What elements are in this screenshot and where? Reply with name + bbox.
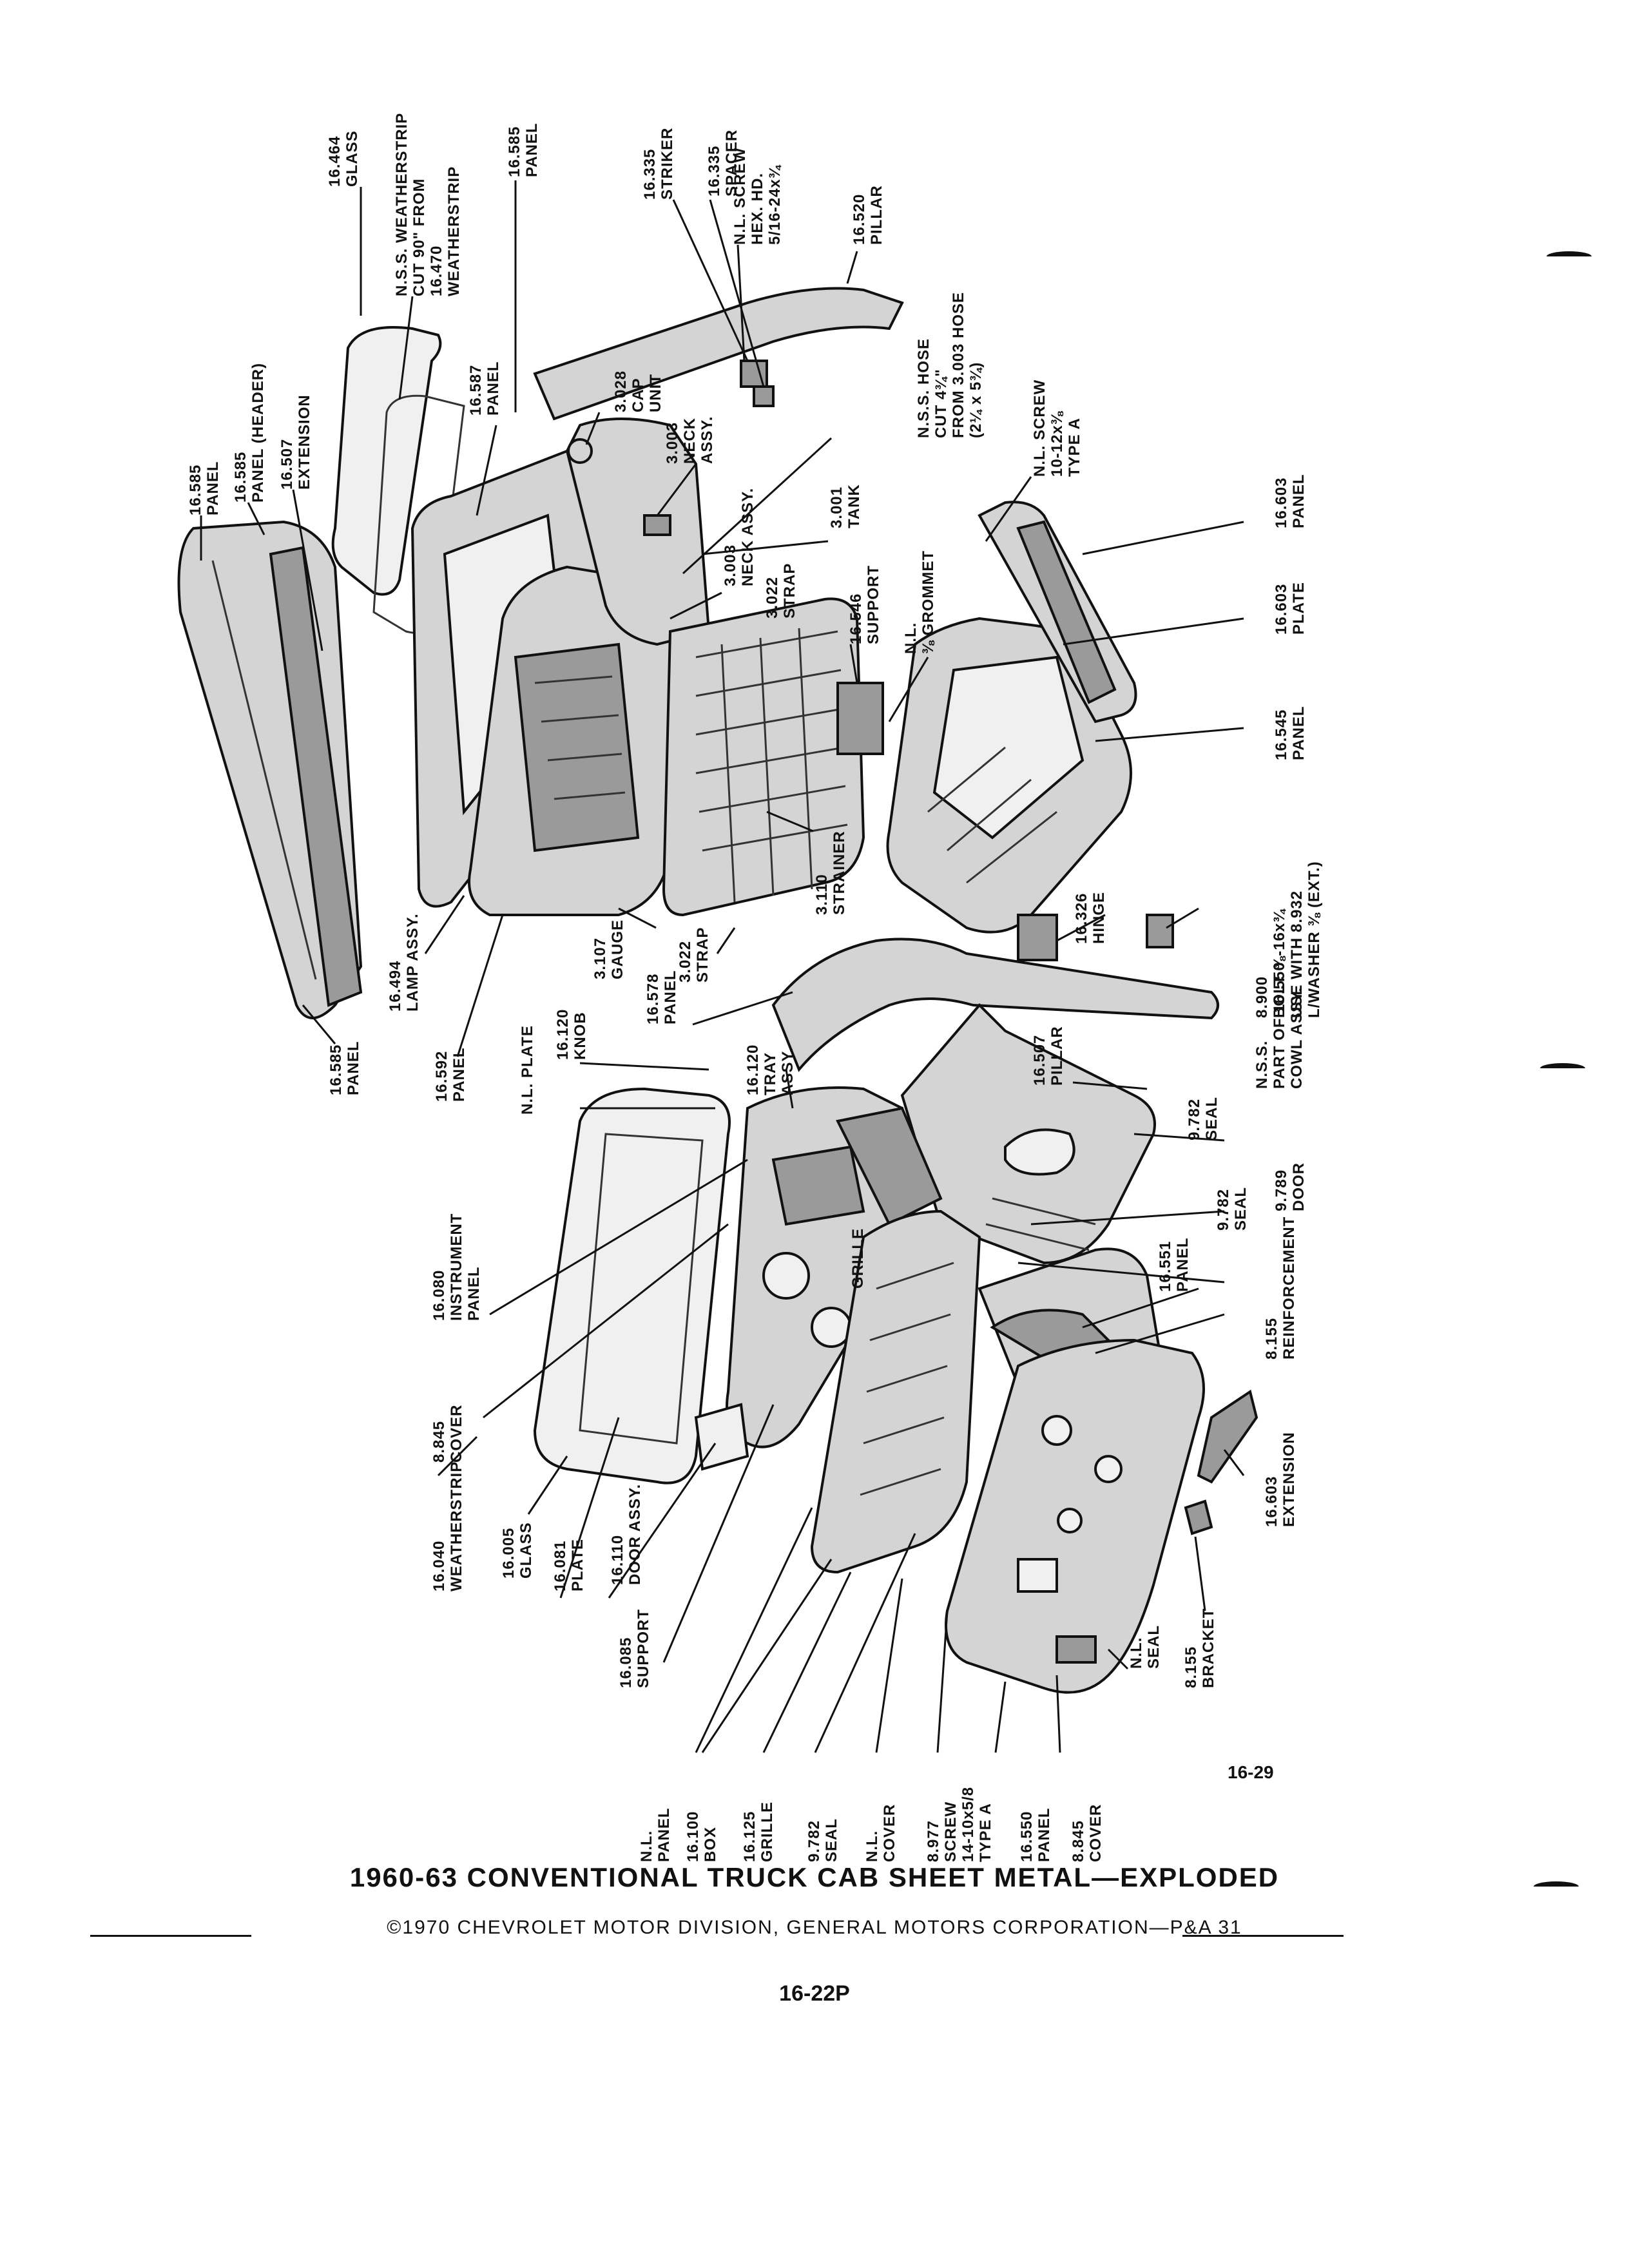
water-tank-assembly <box>662 597 865 917</box>
rule-right <box>1182 1935 1344 1937</box>
spacer-fitting <box>753 385 775 407</box>
small-bracket <box>1184 1499 1213 1535</box>
figure-number: 16-29 <box>1228 1762 1274 1782</box>
back-window-glass <box>331 326 442 596</box>
page-title: 1960-63 CONVENTIONAL TRUCK CAB SHEET MET… <box>349 1862 1280 1892</box>
support-bracket <box>836 682 884 755</box>
dash-grille <box>836 1106 943 1226</box>
callout-label: N.L.SEAL <box>1128 1624 1162 1669</box>
hinge-left <box>1017 914 1058 961</box>
copyright-line: ©1970 CHEVROLET MOTOR DIVISION, GENERAL … <box>387 1917 1242 1938</box>
page-number: 16-22P <box>779 1981 850 2006</box>
parts-illustration <box>177 287 1258 1694</box>
hinge-right <box>1146 914 1174 948</box>
callout-label: N.L.PANEL <box>638 1807 673 1862</box>
neck-assy <box>643 514 671 536</box>
leader-lines <box>200 180 1245 1753</box>
windshield-pillar <box>771 937 1219 1072</box>
windshield-glass <box>579 1133 704 1445</box>
callout-label: N.L. PLATE <box>519 1025 536 1115</box>
binder-mark <box>1547 251 1592 256</box>
extension-bracket <box>1197 1389 1258 1484</box>
rule-left <box>90 1935 251 1937</box>
cap-unit <box>567 438 593 464</box>
door-seal <box>985 1197 1096 1251</box>
windshield-pillar-upper <box>533 287 904 421</box>
binder-mark <box>1540 1063 1585 1068</box>
cowl-top-panel <box>810 1209 981 1574</box>
callout-label: GRILLE <box>849 1228 867 1289</box>
callout-label: N.L.⅜ GROMMET <box>902 550 937 654</box>
header-panel-strip <box>269 546 363 1007</box>
binder-mark <box>1534 1881 1579 1887</box>
callout-label: N.L.COVER <box>863 1803 898 1862</box>
